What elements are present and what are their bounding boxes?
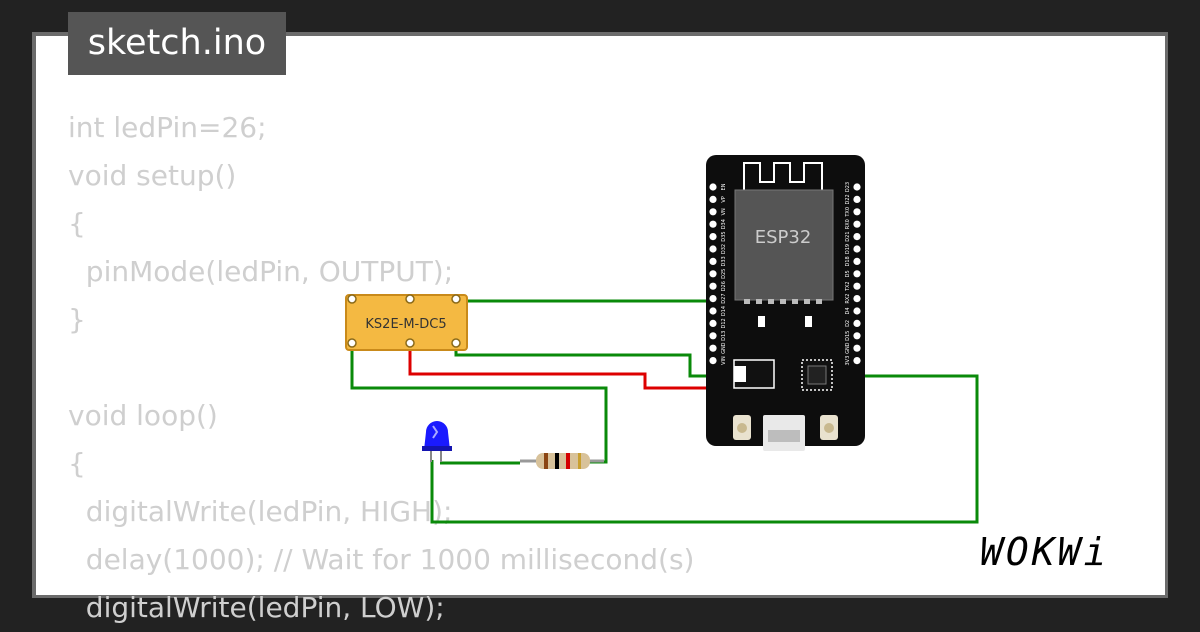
esp32-pin-label: D21 — [845, 231, 851, 241]
relay-module[interactable]: KS2E-M-DC5 — [345, 294, 468, 351]
esp32-pin-label: TX2 — [845, 281, 851, 292]
esp32-pin-label: D2 — [845, 320, 851, 327]
antenna-trace — [743, 162, 823, 190]
esp32-pin-hole[interactable] — [853, 282, 861, 290]
wire-relay-to-d13 — [454, 345, 718, 378]
esp32-board[interactable]: ESP32 ENVPVND34D35D32D33D25D26D27D14D12D… — [706, 155, 865, 451]
code-line: void setup() — [68, 159, 237, 192]
esp32-pin-hole[interactable] — [709, 357, 717, 365]
esp32-pin-label: RX0 — [845, 219, 851, 229]
esp32-pin-label: D12 — [721, 318, 727, 328]
blue-led[interactable] — [422, 421, 452, 462]
esp32-pin-label: D18 — [845, 256, 851, 266]
esp32-pin-hole[interactable] — [853, 344, 861, 352]
esp32-pin-hole[interactable] — [709, 245, 717, 253]
wire-relay-to-vin — [408, 338, 718, 390]
esp32-pin-hole[interactable] — [709, 344, 717, 352]
code-line: int ledPin=26; — [68, 111, 267, 144]
wire-relay-to-d26 — [456, 295, 718, 303]
esp32-pin-hole[interactable] — [853, 332, 861, 340]
esp32-pin-label: D23 — [845, 182, 851, 192]
esp32-pin-hole[interactable] — [853, 195, 861, 203]
esp32-pin-label: EN — [721, 183, 727, 190]
esp32-pin-hole[interactable] — [709, 295, 717, 303]
code-line: void loop() — [68, 399, 218, 432]
esp32-pin-hole[interactable] — [709, 257, 717, 265]
esp32-pin-label: D13 — [721, 331, 727, 341]
esp32-pin-hole[interactable] — [709, 233, 717, 241]
esp32-pin-hole[interactable] — [709, 183, 717, 191]
esp32-pin-label: VP — [721, 196, 727, 202]
code-line: pinMode(ledPin, OUTPUT); — [68, 255, 454, 288]
code-line: } — [68, 303, 86, 336]
esp32-pin-hole[interactable] — [709, 332, 717, 340]
esp32-pin-label: D5 — [845, 270, 851, 277]
esp32-pin-hole[interactable] — [853, 295, 861, 303]
wire-relay-to-resistor — [350, 342, 608, 464]
esp32-pin-label: D4 — [845, 307, 851, 314]
code-line: { — [68, 207, 86, 240]
relay-label: KS2E-M-DC5 — [365, 317, 446, 332]
esp32-pin-label: D27 — [721, 293, 727, 303]
esp32-pin-label: D26 — [721, 281, 727, 291]
esp32-pin-hole[interactable] — [709, 319, 717, 327]
esp32-pin-hole[interactable] — [853, 307, 861, 315]
esp32-right-pin-holes — [853, 183, 861, 365]
esp32-pin-hole[interactable] — [853, 233, 861, 241]
esp32-pin-hole[interactable] — [709, 208, 717, 216]
esp32-pin-label: GND — [845, 342, 851, 354]
resistor[interactable] — [520, 453, 604, 469]
wokwi-logo: WOKWi — [980, 530, 1110, 574]
esp32-pin-label: D15 — [845, 331, 851, 341]
esp32-pin-label: 3V3 — [845, 356, 851, 366]
esp32-pin-label: D35 — [721, 231, 727, 241]
code-line: digitalWrite(ledPin, LOW); — [68, 591, 445, 624]
filename-tab[interactable]: sketch.ino — [68, 12, 286, 75]
esp32-pin-label: D22 — [845, 194, 851, 204]
esp32-pin-label: D19 — [845, 244, 851, 254]
esp32-pin-hole[interactable] — [853, 319, 861, 327]
esp32-pin-label: VIN — [721, 356, 727, 365]
code-line: { — [68, 447, 86, 480]
esp32-pin-hole[interactable] — [709, 270, 717, 278]
esp32-pin-hole[interactable] — [853, 357, 861, 365]
code-line: delay(1000); // Wait for 1000 millisecon… — [68, 543, 695, 576]
esp32-pin-hole[interactable] — [709, 195, 717, 203]
esp32-label: ESP32 — [755, 227, 812, 248]
esp32-pin-label: D34 — [721, 219, 727, 229]
esp32-pin-label: VN — [721, 208, 727, 215]
esp32-pin-hole[interactable] — [853, 270, 861, 278]
esp32-pin-hole[interactable] — [709, 220, 717, 228]
esp32-pin-hole[interactable] — [853, 183, 861, 191]
esp32-left-pin-holes — [709, 183, 717, 365]
module-pads — [744, 299, 822, 304]
wire-led-to-gnd — [430, 374, 979, 524]
esp32-pin-label: RX2 — [845, 294, 851, 304]
esp32-pin-label: D25 — [721, 269, 727, 279]
esp32-pin-hole[interactable] — [709, 282, 717, 290]
esp32-pin-hole[interactable] — [709, 307, 717, 315]
esp32-pin-hole[interactable] — [853, 245, 861, 253]
esp32-pin-label: D33 — [721, 256, 727, 266]
esp32-pin-label: GND — [721, 342, 727, 354]
esp32-pin-hole[interactable] — [853, 257, 861, 265]
esp32-pin-label: TX0 — [845, 207, 851, 218]
esp32-pin-hole[interactable] — [853, 208, 861, 216]
esp32-pin-label: D14 — [721, 306, 727, 316]
esp32-pin-label: D32 — [721, 244, 727, 254]
esp32-pin-hole[interactable] — [853, 220, 861, 228]
